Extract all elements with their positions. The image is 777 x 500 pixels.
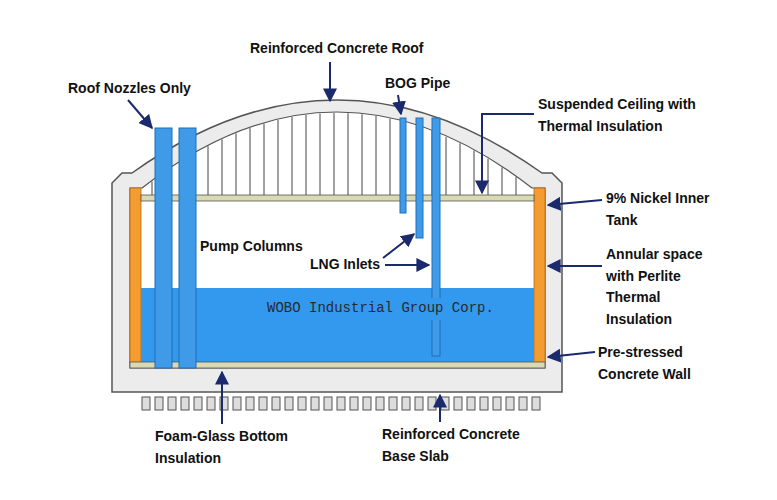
roof-strut bbox=[306, 115, 307, 195]
roof-strut bbox=[474, 151, 475, 195]
tank-cavity bbox=[130, 112, 545, 368]
roof-strut bbox=[488, 159, 489, 195]
bog-pipe bbox=[400, 118, 406, 213]
foam-glass-block bbox=[350, 397, 358, 410]
roof-strut bbox=[320, 114, 321, 195]
foam-glass-block bbox=[363, 397, 371, 410]
foam-glass-block bbox=[259, 397, 267, 410]
callout-label: Pre-stressed Concrete Wall bbox=[598, 342, 738, 385]
foam-glass-block bbox=[428, 397, 436, 410]
foam-glass-block bbox=[324, 397, 332, 410]
foam-glass-block bbox=[233, 397, 241, 410]
watermark: WOBO Industrial Group Corp. bbox=[265, 298, 496, 320]
pump-column bbox=[155, 128, 172, 368]
roof-strut bbox=[390, 119, 391, 195]
foam-glass-block bbox=[181, 397, 189, 410]
lng-liquid bbox=[141, 288, 534, 362]
foam-glass-block bbox=[467, 397, 475, 410]
foam-glass-block bbox=[532, 397, 540, 410]
foam-glass-block bbox=[376, 397, 384, 410]
foam-glass-block bbox=[311, 397, 319, 410]
foam-glass-block bbox=[142, 397, 150, 410]
callout-label: Pump Columns bbox=[200, 236, 303, 258]
roof-strut bbox=[516, 177, 517, 195]
roof-strut bbox=[250, 128, 251, 195]
pump-column bbox=[179, 128, 196, 368]
foam-glass-block bbox=[285, 397, 293, 410]
foam-glass-block bbox=[519, 397, 527, 410]
roof-strut bbox=[502, 167, 503, 195]
roof-struts bbox=[152, 113, 516, 195]
callout-label: Roof Nozzles Only bbox=[68, 78, 191, 100]
foam-glass-block bbox=[298, 397, 306, 410]
roof-strut bbox=[264, 124, 265, 195]
foam-glass-block bbox=[506, 397, 514, 410]
roof-strut bbox=[348, 113, 349, 195]
callout-label: BOG Pipe bbox=[385, 73, 450, 95]
foam-glass-block bbox=[194, 397, 202, 410]
roof-strut bbox=[292, 117, 293, 195]
annular-space bbox=[130, 188, 141, 363]
concrete-shell bbox=[112, 100, 562, 392]
foam-glass-block bbox=[480, 397, 488, 410]
foam-glass-block bbox=[441, 397, 449, 410]
callout-label: Annular space with Perlite Thermal Insul… bbox=[606, 244, 716, 331]
callout-label: Reinforced Concrete Roof bbox=[250, 38, 423, 60]
roof-strut bbox=[222, 139, 223, 195]
roof-strut bbox=[278, 120, 279, 195]
inlet-pipe bbox=[432, 118, 440, 356]
roof-strut bbox=[460, 143, 461, 195]
callout-label: Suspended Ceiling with Thermal Insulatio… bbox=[538, 94, 738, 137]
callout-label: Reinforced Concrete Base Slab bbox=[382, 424, 557, 467]
foam-glass-block bbox=[493, 397, 501, 410]
callout-label: 9% Nickel Inner Tank bbox=[606, 188, 736, 231]
foam-glass-block bbox=[415, 397, 423, 410]
roof-strut bbox=[236, 133, 237, 195]
annular-space bbox=[534, 188, 545, 363]
roof-strut bbox=[152, 181, 153, 195]
foam-glass-block bbox=[168, 397, 176, 410]
suspended-ceiling bbox=[141, 195, 534, 201]
roof-strut bbox=[362, 114, 363, 195]
foam-glass-block bbox=[454, 397, 462, 410]
leader-lines bbox=[128, 62, 602, 424]
inlet-pipe bbox=[416, 118, 423, 238]
callout-label: LNG Inlets bbox=[310, 254, 380, 276]
foam-glass-block bbox=[337, 397, 345, 410]
foam-glass-block bbox=[207, 397, 215, 410]
foam-glass-block bbox=[272, 397, 280, 410]
foam-glass-block bbox=[389, 397, 397, 410]
roof-strut bbox=[208, 146, 209, 195]
foam-glass-block bbox=[246, 397, 254, 410]
roof-strut bbox=[446, 137, 447, 195]
foam-glass-blocks bbox=[142, 397, 540, 410]
foam-glass-block bbox=[155, 397, 163, 410]
roof-strut bbox=[376, 116, 377, 195]
roof-strut bbox=[334, 113, 335, 195]
foam-glass-block bbox=[402, 397, 410, 410]
callout-label: Foam-Glass Bottom Insulation bbox=[155, 426, 310, 469]
